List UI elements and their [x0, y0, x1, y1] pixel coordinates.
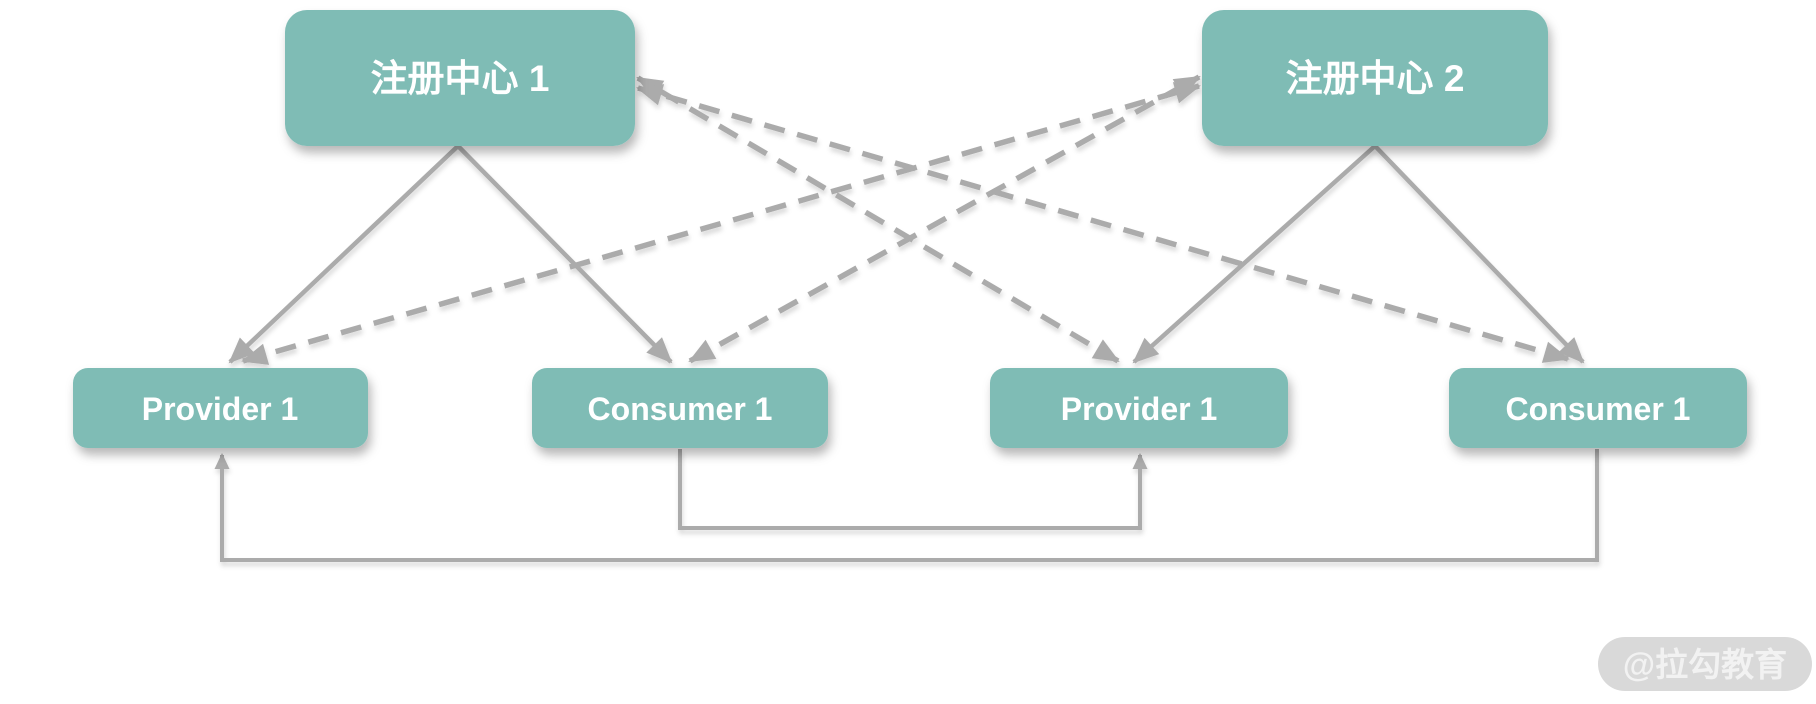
node-provider-right-label: Provider 1	[1061, 391, 1218, 427]
node-registry-2-label: 注册中心 2	[1286, 58, 1465, 99]
edge-consumer-left-to-registry2	[688, 74, 1201, 364]
edge-consumer-right-to-provider-left	[214, 449, 1599, 562]
node-consumer-right-label: Consumer 1	[1506, 391, 1691, 427]
edge-registry2-to-consumer-right	[1373, 144, 1585, 364]
node-consumer-left-label: Consumer 1	[588, 391, 773, 427]
node-registry-1: 注册中心 1	[285, 10, 635, 146]
node-provider-right: Provider 1	[990, 368, 1288, 448]
node-provider-left-label: Provider 1	[142, 391, 299, 427]
node-consumer-right-box	[1449, 368, 1747, 448]
edge-registry2-to-provider-right	[1132, 144, 1377, 364]
node-registry-1-box	[285, 10, 635, 146]
node-registry-2-box	[1202, 10, 1548, 146]
edge-consumer-left-to-provider-right	[678, 449, 1148, 530]
edge-layer	[214, 74, 1599, 562]
node-registry-2: 注册中心 2	[1202, 10, 1548, 146]
watermark-label: @拉勾教育	[1623, 646, 1787, 683]
node-provider-left-box	[73, 368, 368, 448]
watermark-pill	[1598, 637, 1812, 691]
edge-registry1-to-consumer-left	[456, 144, 673, 364]
node-layer: 注册中心 1 注册中心 2 Provider 1 Consumer 1 Prov…	[73, 10, 1747, 448]
edge-provider-right-to-registry1	[636, 75, 1120, 364]
node-provider-left: Provider 1	[73, 368, 368, 448]
node-provider-right-box	[990, 368, 1288, 448]
watermark: @拉勾教育	[1598, 637, 1812, 691]
node-consumer-left: Consumer 1	[532, 368, 828, 448]
node-consumer-left-box	[532, 368, 828, 448]
node-consumer-right: Consumer 1	[1449, 368, 1747, 448]
edge-consumer-right-to-registry1	[636, 84, 1570, 363]
node-registry-1-label: 注册中心 1	[371, 58, 550, 99]
